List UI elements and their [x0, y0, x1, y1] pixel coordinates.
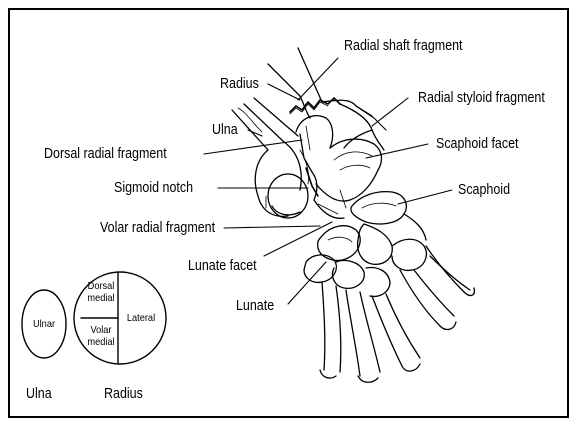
label-lunate: Lunate — [236, 298, 274, 314]
label-volar-radial-fragment: Volar radial fragment — [100, 220, 215, 236]
legend-dorsal-medial-label: Dorsal medial — [86, 280, 116, 304]
label-radial-shaft-fragment: Radial shaft fragment — [344, 38, 463, 54]
legend-radius-caption: Radius — [104, 386, 143, 402]
legend-volar-medial-label: Volar medial — [86, 324, 116, 348]
label-scaphoid-facet: Scaphoid facet — [436, 136, 519, 152]
ulna-bone — [232, 98, 308, 218]
carpal-bones — [304, 192, 426, 297]
legend-ulnar-label: Ulnar — [28, 318, 60, 330]
label-dorsal-radial-fragment: Dorsal radial fragment — [44, 146, 167, 162]
label-sigmoid-notch: Sigmoid notch — [114, 180, 193, 196]
label-radius: Radius — [220, 76, 259, 92]
label-scaphoid: Scaphoid — [458, 182, 510, 198]
legend-lateral-label: Lateral — [123, 312, 160, 324]
legend-ulna-caption: Ulna — [26, 386, 52, 402]
label-ulna: Ulna — [212, 122, 238, 138]
label-lunate-facet: Lunate facet — [188, 258, 257, 274]
radius-bone — [268, 48, 386, 218]
label-radial-styloid-fragment: Radial styloid fragment — [418, 90, 545, 106]
